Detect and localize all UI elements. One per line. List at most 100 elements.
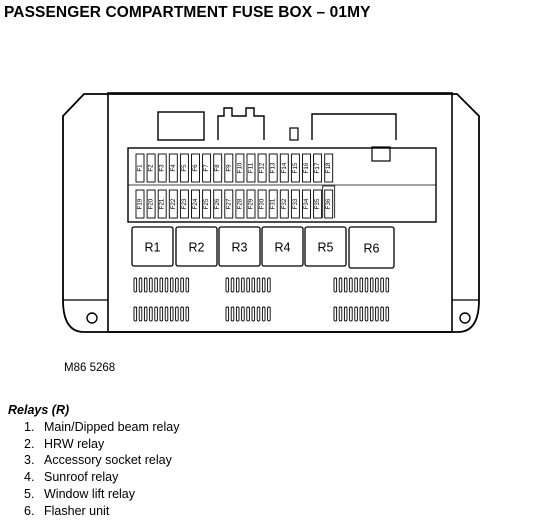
fuse-label: F30 [259, 198, 266, 209]
fuse-f8: F8 [213, 153, 223, 183]
fuse-f20: F20 [146, 189, 156, 219]
fuse-box-outer-housing [62, 93, 480, 333]
fuse-f28: F28 [235, 189, 245, 219]
fuse-label: F6 [192, 164, 199, 172]
relay-r4: R4 [261, 226, 304, 267]
fuse-f4: F4 [168, 153, 178, 183]
top-connector-right [311, 113, 397, 140]
connector-pins [133, 277, 390, 322]
fuse-label: F23 [181, 198, 188, 209]
fuse-label: F4 [170, 164, 177, 172]
fuse-f1: F1 [135, 153, 145, 183]
pin-row-3-2 [333, 306, 390, 322]
fuse-label: F22 [170, 198, 177, 209]
fuse-label: F3 [159, 164, 166, 172]
fuse-label: F9 [225, 164, 232, 172]
fuse-f24: F24 [191, 189, 200, 219]
fuse-label: F28 [236, 198, 243, 209]
pin-row-1-1 [133, 277, 190, 293]
fuse-f26: F26 [213, 189, 223, 219]
pin-row-2-2 [225, 306, 271, 322]
fuse-label: F21 [159, 198, 166, 209]
relay-legend-item: 3.Accessory socket relay [24, 453, 172, 468]
fuse-f5: F5 [179, 153, 189, 183]
fuse-label: F35 [314, 198, 321, 209]
fuse-label: F15 [292, 162, 299, 173]
pin-row-3-1 [333, 277, 390, 293]
fuse-f35: F35 [313, 189, 323, 219]
relay-label: R5 [318, 241, 334, 255]
fuse-f22: F22 [168, 189, 178, 219]
relay-block: R1 R2 R3 R4 R5 R6 [131, 226, 395, 269]
fuse-label: F14 [281, 162, 288, 173]
fuse-f27: F27 [224, 189, 234, 219]
fuse-f34: F34 [302, 189, 311, 219]
fuse-label: F12 [259, 162, 266, 173]
fuse-f33: F33 [290, 189, 300, 219]
relay-legend-list: 1.Main/Dipped beam relay 2.HRW relay 3.A… [24, 419, 180, 519]
relay-legend-item: 6.Flasher unit [24, 503, 110, 518]
relay-r3: R3 [218, 226, 261, 267]
top-connector-small [289, 127, 299, 141]
relay-label: R3 [232, 241, 248, 255]
relay-r2: R2 [175, 226, 218, 267]
fuse-f36: F36 [324, 189, 334, 219]
pin-row-2-1 [225, 277, 271, 293]
relay-r5: R5 [304, 226, 347, 267]
fuse-f23: F23 [179, 189, 189, 219]
fuse-f21: F21 [157, 189, 167, 219]
fuse-label: F2 [148, 164, 155, 172]
fuse-f19: F19 [135, 189, 145, 219]
top-connector-middle [217, 107, 265, 140]
fuse-label: F18 [325, 162, 332, 173]
relay-label: R4 [275, 241, 291, 255]
fuse-label: F19 [137, 198, 144, 209]
relay-r1: R1 [131, 226, 174, 267]
fuse-f30: F30 [257, 189, 267, 219]
relay-legend-item: 2.HRW relay [24, 436, 105, 451]
fuse-f11: F11 [246, 153, 256, 183]
relay-label: R2 [189, 241, 205, 255]
fuse-label: F27 [225, 198, 232, 209]
relay-legend-heading: Relays (R) [8, 403, 70, 417]
relay-r6: R6 [348, 226, 395, 269]
fuse-f12: F12 [257, 153, 267, 183]
fuse-label: F7 [203, 164, 210, 172]
fuse-label: F8 [214, 164, 221, 172]
fuse-f15: F15 [290, 153, 300, 183]
fuse-f6: F6 [191, 153, 200, 183]
fuse-f7: F7 [202, 153, 212, 183]
fuse-label: F17 [314, 162, 321, 173]
fuse-f2: F2 [146, 153, 156, 183]
top-connector-left [157, 111, 205, 141]
right-mounting-hole [459, 312, 471, 324]
relay-label: R1 [145, 241, 161, 255]
fuse-f3: F3 [157, 153, 167, 183]
fuse-label: F29 [248, 198, 255, 209]
pin-row-1-2 [133, 306, 190, 322]
fuse-f9: F9 [224, 153, 234, 183]
fuse-label: F25 [203, 198, 210, 209]
fuse-label: F20 [148, 198, 155, 209]
fuse-f31: F31 [268, 189, 278, 219]
fuse-label: F11 [248, 162, 255, 173]
relay-label: R6 [364, 242, 380, 256]
fuse-f25: F25 [202, 189, 212, 219]
top-connector-tab [371, 146, 391, 162]
fuse-label: F1 [137, 164, 144, 172]
fuse-f17: F17 [313, 153, 323, 183]
fuse-label: F13 [270, 162, 277, 173]
fuse-label: F5 [181, 164, 188, 172]
fuse-label: F34 [303, 198, 310, 209]
fuse-f29: F29 [246, 189, 256, 219]
fuse-f14: F14 [279, 153, 289, 183]
fuse-label: F36 [325, 198, 332, 209]
fuse-f32: F32 [279, 189, 289, 219]
left-mounting-hole [86, 312, 98, 324]
fuse-label: F32 [281, 198, 288, 209]
fuse-label: F31 [270, 198, 277, 209]
fuse-box-inner-body [107, 92, 453, 333]
fuse-label: F33 [292, 198, 299, 209]
